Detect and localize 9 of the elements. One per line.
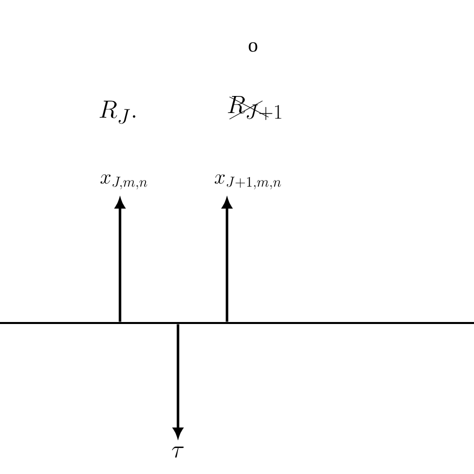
symbol-label: $\tau$ [172, 446, 184, 458]
horizontal-line [0, 322, 474, 324]
variable-label: $x_{J,m,n}$ [100, 174, 148, 190]
variable-label: $R_{J}.$ [100, 100, 136, 124]
variable-label: $x_{J+1,m,n}$ [214, 174, 281, 190]
arrow [173, 324, 183, 438]
letter-label: o [248, 42, 258, 52]
arrow [115, 198, 125, 322]
arrow [222, 198, 232, 322]
